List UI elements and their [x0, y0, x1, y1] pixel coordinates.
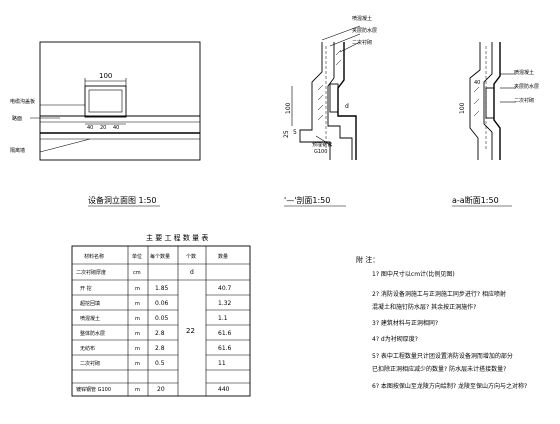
section1-inner-profile [327, 42, 353, 160]
section2-dim-100: 100 [459, 102, 466, 114]
section1-lining [337, 42, 357, 160]
section1-dim-d: d [345, 103, 349, 110]
table-row-5-each: 2.8 [155, 345, 165, 352]
note-4: 4? d为衬砌厚度? [372, 335, 418, 343]
table-row-5-qty: 61.6 [218, 345, 232, 352]
th-name: 材料名称 [84, 253, 104, 260]
section2-niche [485, 87, 495, 119]
table-row-2-name: 超挖回填 [80, 300, 100, 307]
th-each: 每个数量 [150, 253, 170, 260]
table-row-2-each: 0.06 [155, 300, 169, 307]
table-row-0-unit: cm [133, 270, 141, 276]
table-row-3-unit: m [135, 316, 140, 322]
table-row-5-unit: m [135, 346, 140, 352]
table-row-1-qty: 40.7 [218, 285, 232, 292]
table-row-6-each: 0.5 [155, 360, 165, 367]
note-5: 5? 表中工程数量只计团设置消防设备洞而增加的部分 [372, 352, 513, 360]
notes: 附 注： 1? 图中尺寸以cm计(比例见图) 2? 消防设备洞施工与正洞施工同步… [356, 255, 527, 390]
table-row-1-each: 1.85 [155, 285, 169, 292]
table-row-7-qty: 440 [218, 386, 230, 393]
table-row-2-qty: 1.32 [218, 300, 232, 307]
front-dim-b2: 20 [100, 125, 106, 131]
front-label-wall: 隔离墙 [10, 147, 25, 154]
front-title: 设备洞立面图 1:50 [88, 195, 157, 205]
table-row-4-name: 整体防水层 [80, 330, 105, 337]
table-row-4-qty: 61.6 [218, 330, 232, 337]
table-row-5-name: 无纺布 [80, 345, 95, 352]
table-row-4-each: 2.8 [155, 330, 165, 337]
section2-label-2: 夹层防水层 [514, 83, 539, 90]
note-3: 3? 建筑材料与正洞相同? [372, 319, 438, 327]
table-row-7-name: 镀锌钢管 G100 [76, 386, 111, 393]
note-1: 2? 消防设备洞施工与正洞施工同步进行? 相应喷射 [372, 290, 506, 298]
section1-niche [329, 83, 339, 113]
table-row-6-qty: 11 [218, 360, 226, 367]
table-row-4-unit: m [135, 331, 140, 337]
section1-dim-25: 25 [283, 130, 290, 138]
section1-label-2: 夹层防水层 [352, 27, 377, 34]
section2-inner-profile [483, 42, 493, 160]
table-row-6-unit: m [135, 361, 140, 367]
quantity-table: 主 要 工 程 数 量 表 材料名称 单位 每个数量 个数 数量 二次衬砌厚度 … [71, 233, 251, 397]
table-row-2-unit: m [135, 301, 140, 307]
section1-hatch [317, 49, 342, 121]
note-0: 1? 图中尺寸以cm计(比例见图) [372, 270, 455, 278]
table-title: 主 要 工 程 数 量 表 [146, 233, 208, 242]
front-label-road: 路面 [12, 115, 22, 122]
section1-outer-profile [299, 42, 331, 160]
table-count: 22 [186, 327, 195, 335]
table-row-7-unit: m [135, 387, 140, 393]
note-7: 6? 本图按保山至龙陵方向绘制? 龙陵至保山方向与之对称? [372, 382, 527, 390]
niche-inner [88, 89, 123, 113]
section2-label-3: 二次衬砌 [514, 97, 534, 104]
section1-label-1: 喷混凝土 [352, 15, 372, 22]
note-2: 混凝土和施钉防水层? 其余按正洞施作? [372, 303, 476, 311]
table-row-3-each: 0.05 [155, 315, 169, 322]
section2-lining [493, 42, 501, 160]
outer-frame [39, 41, 201, 161]
section1-title: '—'剖面1:50 [284, 195, 330, 205]
front-dim-b1: 40 [87, 125, 93, 131]
section-1-view: 100 25 5 d 喷混凝土 夹层防水层 二次衬砌 预埋钢管 G100 '—'… [283, 15, 377, 207]
niche-opening [84, 85, 127, 118]
table-row-3-qty: 1.1 [218, 315, 228, 322]
table-row-0-name: 二次衬砌厚度 [76, 269, 106, 276]
section1-bottom-2: G100 [314, 149, 327, 155]
section1-bottom-1: 预埋钢管 [312, 141, 332, 148]
table-row-1-name: 开 挖 [80, 285, 92, 292]
notes-title: 附 注： [356, 255, 379, 264]
front-label-cover: 电缆沟盖板 [10, 98, 35, 105]
front-dim-top: 100 [99, 72, 112, 80]
section2-title: a-a断面1:50 [452, 195, 499, 205]
section2-dim-40: 40 [474, 80, 480, 86]
table-row-0-qty: d [190, 269, 194, 276]
section2-hatch [473, 86, 480, 117]
th-qty: 数量 [218, 253, 228, 260]
table-row-1-unit: m [135, 286, 140, 292]
front-elevation-view: 100 40 20 40 电缆沟盖板 路面 隔离墙 设备洞立面图 1:50 [10, 41, 201, 207]
front-dim-b3: 40 [113, 125, 119, 131]
table-row-7-each: 20 [157, 386, 165, 393]
table-row-6-name: 二次衬砌 [80, 360, 100, 367]
th-unit: 单位 [132, 253, 142, 260]
th-count: 个数 [186, 253, 196, 260]
table-row-3-name: 喷混凝土 [80, 315, 100, 322]
section1-dim-5: 5 [293, 129, 297, 136]
note-6: 已扣除正洞相应减少的数量? 防水层未计搭接数量? [372, 365, 506, 373]
section1-label-3: 二次衬砌 [352, 39, 372, 46]
section-2-view: 40 100 喷混凝土 夹层防水层 二次衬砌 a-a断面1:50 [452, 42, 539, 207]
section2-label-1: 喷混凝土 [514, 69, 534, 76]
section1-dim-100: 100 [285, 102, 292, 114]
section2-outer-profile [469, 42, 481, 160]
